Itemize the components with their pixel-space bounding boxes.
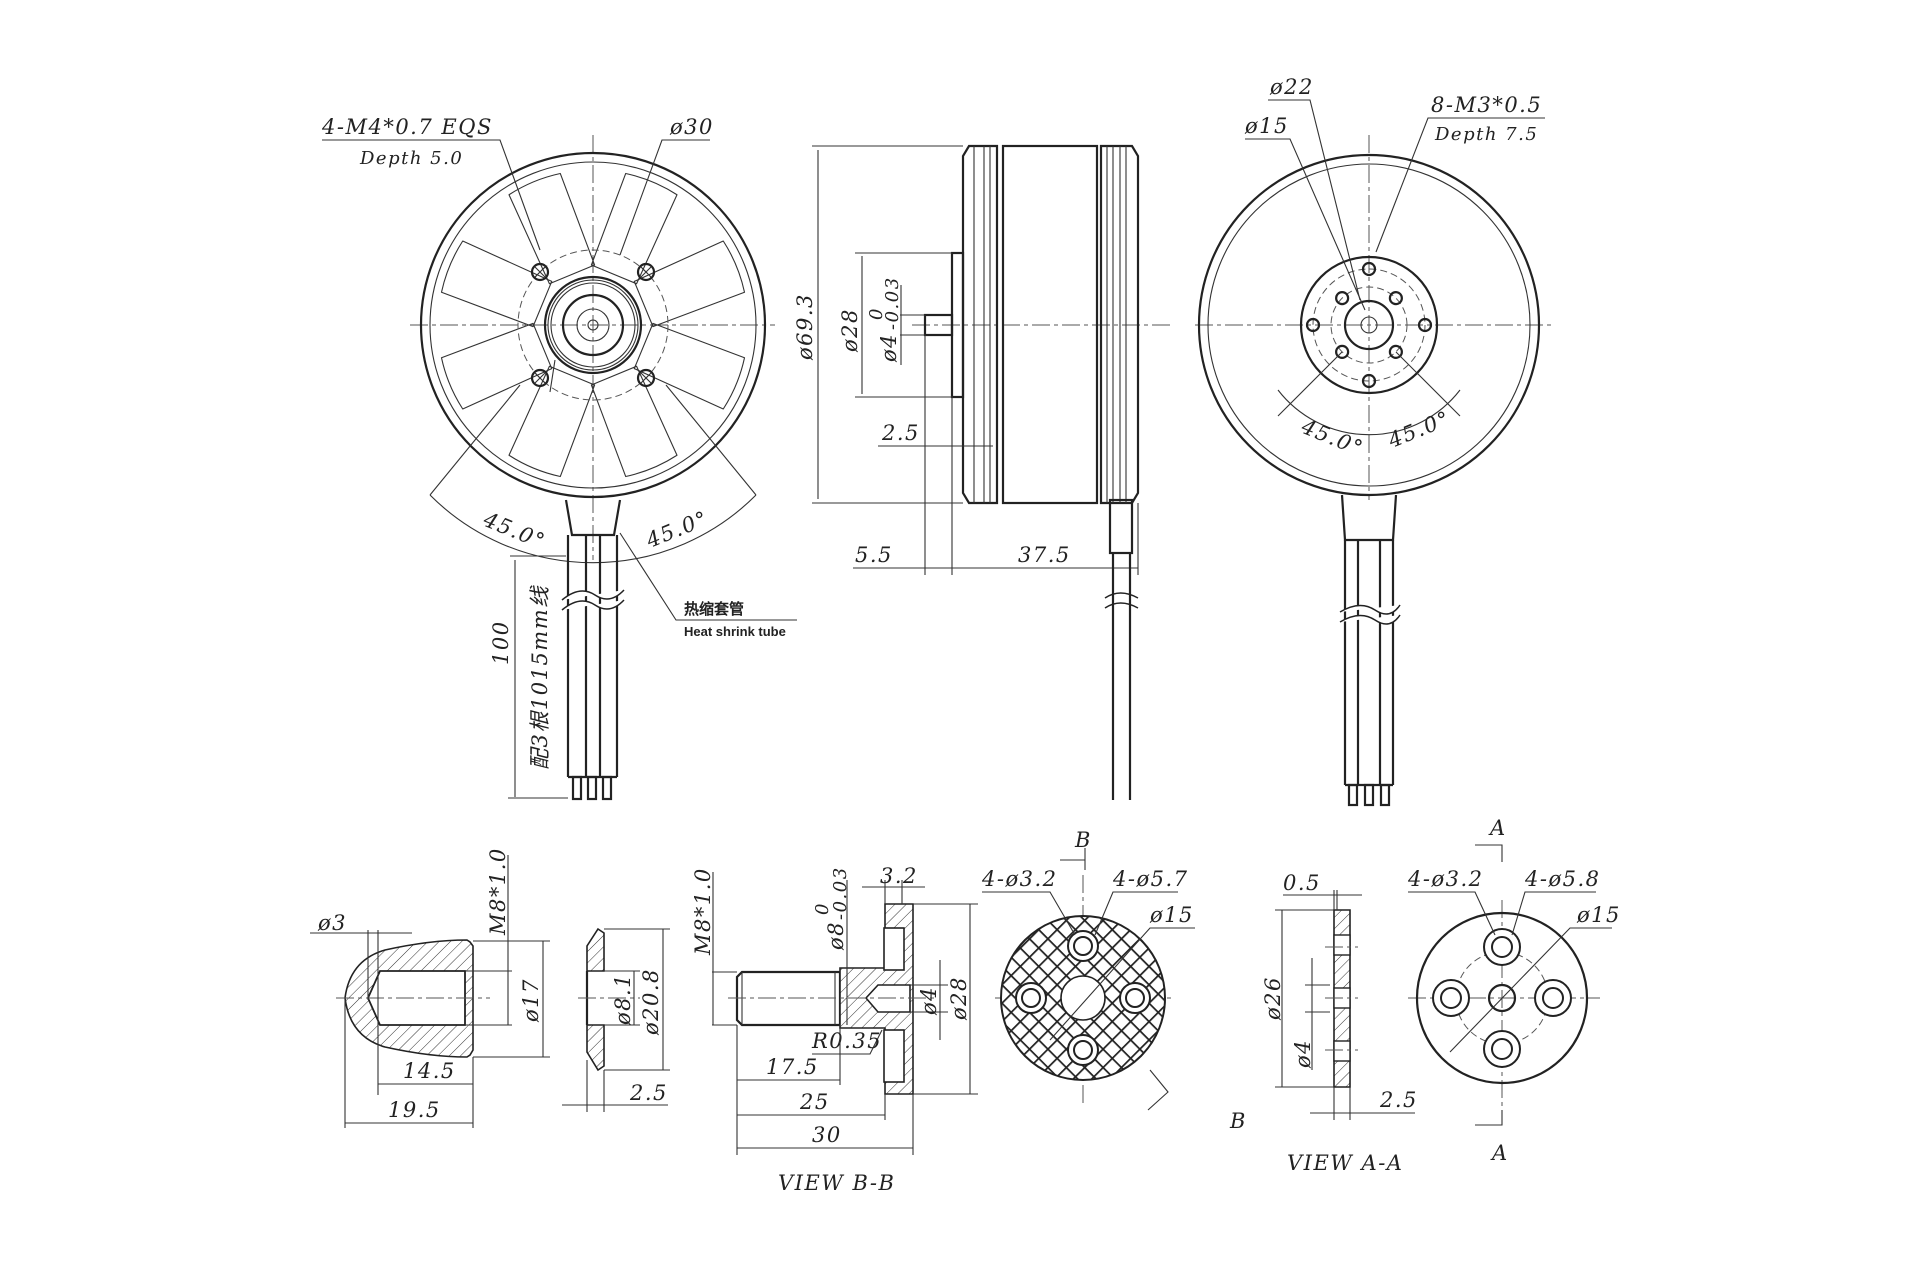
shaft-tolerance-lower: -0.03 [882, 276, 903, 330]
section-mark-b-bottom: B [1229, 1109, 1247, 1133]
prop-nut-section: ø3 M8*1.0 ø17 14.5 19.5 [310, 847, 550, 1128]
plate-bolt-circle-label: ø15 [1576, 903, 1621, 927]
counterbore-hole [1534, 979, 1572, 1017]
washer-thickness: 2.5 [629, 1081, 668, 1105]
prop-adapter-section: M8*1.0 ø8 0 -0.03 3.2 ø4 ø28 R0.35 17.5 … [691, 864, 978, 1195]
adapter-thread-label: M8*1.0 [691, 867, 715, 956]
adapter-counterbore-label: 4-ø5.7 [1112, 867, 1189, 891]
thread-callout: 4-M4*0.7 EQS [321, 115, 493, 139]
adapter-small-hole-label: 4-ø3.2 [981, 867, 1058, 891]
base-thickness-label: 2.5 [881, 421, 920, 445]
body-length-label: 37.5 [1018, 543, 1071, 567]
rear-thread-hole [1305, 317, 1321, 333]
wire-length-label: 100 [489, 620, 513, 665]
thread-depth: Depth 5.0 [359, 148, 463, 169]
adapter-shank-tol-upper: 0 [812, 902, 833, 915]
prop-plate-face: A A 4-ø3.2 4-ø5.8 ø15 [1407, 816, 1621, 1165]
plate-bore-diameter: ø4 [1291, 1039, 1315, 1069]
motor-body [1001, 144, 1099, 505]
rear-thread-depth: Depth 7.5 [1434, 124, 1538, 145]
adapter-total-length: 30 [812, 1123, 842, 1147]
rear-mount-holes [1305, 261, 1433, 389]
rear-thread-hole [1335, 291, 1350, 306]
rear-angle-right: 45.0° [1384, 406, 1454, 453]
counterbore-hole [1119, 982, 1151, 1014]
heat-shrink-label-cn: 热缩套管 [684, 600, 744, 618]
counterbore-hole [1432, 979, 1470, 1017]
rear-thread-hole [1335, 344, 1350, 359]
rear-thread-hole [1388, 291, 1403, 306]
washer-section: ø8.1 ø20.8 2.5 [562, 927, 670, 1112]
side-view: ø69.3 ø28 ø4 0 -0.03 2.5 5.5 37.5 [793, 144, 1170, 800]
plate-small-hole-label: 4-ø3.2 [1407, 867, 1484, 891]
mount-hole [530, 368, 550, 388]
wire-note-label: 配3根1015mm线 [528, 585, 552, 770]
rotor-spokes [440, 172, 746, 478]
rear-thread-hole [1361, 373, 1377, 389]
front-view: 4-M4*0.7 EQS Depth 5.0 ø30 45.0° 45.0° 1… [321, 115, 797, 801]
counterbore-hole [1483, 1030, 1521, 1068]
mount-holes [530, 262, 656, 388]
view-bb-label: VIEW B-B [778, 1171, 895, 1195]
prop-plate-section: 0.5 ø26 ø4 2.5 VIEW A-A [1261, 871, 1418, 1175]
shaft-length-label: 5.5 [855, 543, 893, 567]
plate-step-label: 0.5 [1283, 871, 1321, 895]
mount-hole [530, 262, 550, 282]
base-diameter-label: ø28 [838, 308, 862, 353]
adapter-fillet-label: R0.35 [811, 1029, 882, 1053]
angle-left-label: 45.0° [479, 507, 549, 554]
angle-right-label: 45.0° [642, 506, 712, 553]
rear-view: ø22 ø15 8-M3*0.5 Depth 7.5 45.0° 45.0° [1195, 75, 1555, 807]
washer-inner-diameter: ø8.1 [611, 973, 635, 1026]
nut-flange-diameter: ø17 [519, 978, 543, 1023]
plate-counterbore-label: 4-ø5.8 [1524, 867, 1601, 891]
adapter-shank-diameter: ø8 [824, 921, 848, 951]
plate-thickness-label: 2.5 [1379, 1088, 1418, 1112]
shaft [923, 313, 954, 337]
motor-wires [561, 535, 625, 801]
motor-outer-rim [419, 151, 767, 499]
nut-bore-length: 14.5 [403, 1059, 456, 1083]
nut-tip-diameter: ø3 [317, 911, 347, 935]
shaft-tolerance-upper: 0 [866, 307, 887, 320]
nut-total-length: 19.5 [388, 1098, 441, 1122]
adapter-bore-diameter: ø4 [917, 986, 941, 1016]
inner-circle-label: ø15 [1244, 114, 1289, 138]
adapter-flange-diameter: ø28 [947, 976, 971, 1021]
bolt-circle-label: ø30 [669, 115, 714, 139]
section-mark-a-top: A [1488, 816, 1507, 840]
adapter-thread-length: 17.5 [766, 1055, 819, 1079]
view-aa-label: VIEW A-A [1287, 1151, 1403, 1175]
outer-diameter-label: ø69.3 [793, 293, 817, 361]
adapter-shank-tol-lower: -0.03 [830, 866, 851, 920]
rear-thread-hole [1388, 344, 1403, 359]
rear-thread-hole [1361, 261, 1377, 277]
section-mark-b-top: B [1074, 828, 1092, 852]
adapter-flange-thickness: 3.2 [880, 864, 918, 888]
counterbore-hole [1067, 1034, 1099, 1066]
rear-thread-callout: 8-M3*0.5 [1431, 93, 1542, 117]
rear-angle-left: 45.0° [1297, 414, 1367, 461]
nut-thread-label: M8*1.0 [486, 847, 510, 936]
section-mark-a-bottom: A [1490, 1141, 1509, 1165]
rear-thread-hole [1417, 317, 1433, 333]
outer-circle-label: ø22 [1269, 75, 1314, 99]
plate-outer-diameter: ø26 [1261, 976, 1285, 1021]
counterbore-hole [1067, 930, 1099, 962]
shaft-diameter-label: ø4 [877, 333, 901, 363]
prop-adapter-face: B B 4-ø3.2 4-ø5.7 ø15 [981, 828, 1247, 1133]
counterbore-hole [1483, 928, 1521, 966]
adapter-bolt-circle-label: ø15 [1149, 903, 1194, 927]
adapter-shoulder-length: 25 [799, 1090, 830, 1114]
counterbore-hole [1015, 982, 1047, 1014]
mount-hole [636, 262, 656, 282]
mount-hole [636, 368, 656, 388]
washer-outer-diameter: ø20.8 [639, 968, 663, 1036]
heat-shrink-label-en: Heat shrink tube [684, 624, 786, 639]
